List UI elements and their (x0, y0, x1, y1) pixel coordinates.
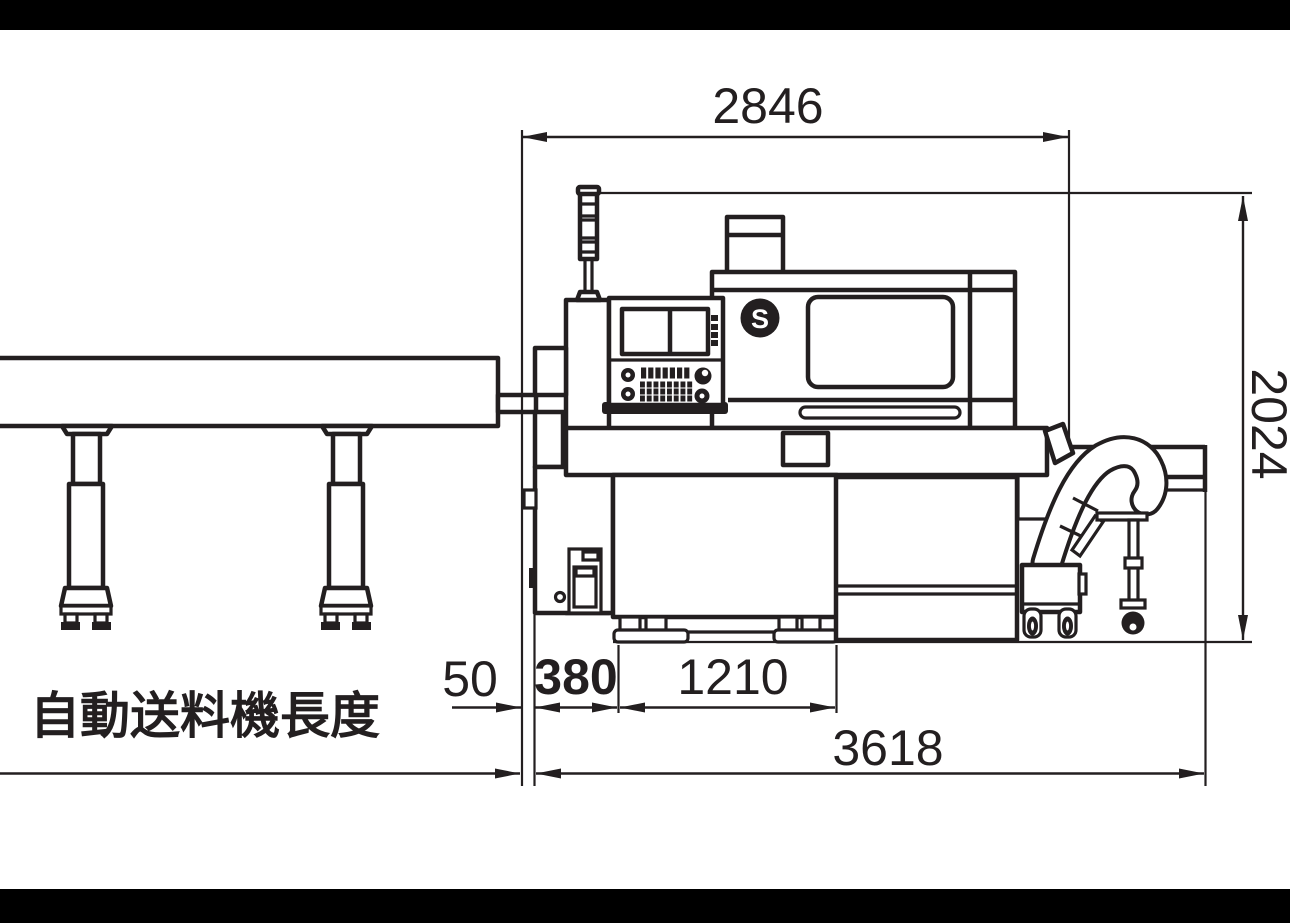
letterbox-bottom (0, 889, 1290, 923)
bar-feeder (0, 355, 539, 630)
electrical-box (553, 547, 603, 615)
control-display (619, 306, 711, 357)
jog-knob (694, 367, 712, 385)
dim-label-2024: 2024 (1241, 368, 1290, 479)
brand-logo: S (740, 298, 780, 338)
signal-tower-pole (583, 257, 594, 294)
support-brace (1069, 513, 1106, 559)
cnc-control-panel (602, 295, 728, 414)
cnc-machine: S (522, 184, 1208, 644)
feeder-leg-2 (318, 423, 375, 630)
caster-wheel (1121, 611, 1145, 635)
dim-label-380: 380 (534, 649, 617, 705)
machine-foot-left (612, 628, 690, 644)
control-keyboard (621, 367, 712, 404)
dim-label-50: 50 (442, 651, 498, 707)
support-table (1095, 511, 1149, 522)
door-hinge (529, 568, 536, 588)
viewing-window (805, 294, 956, 390)
machine-foot-right (772, 628, 839, 644)
brand-logo-letter: S (751, 304, 769, 334)
letterbox-top (0, 0, 1290, 30)
side-bracket (522, 488, 538, 510)
band-access-box (780, 430, 831, 468)
machine-enclosure: S (709, 269, 1018, 431)
spindle-top-box (724, 214, 786, 276)
bar-feeder-body (0, 355, 501, 429)
chute-opening (1042, 421, 1076, 466)
dim-label-3618: 3618 (832, 720, 943, 776)
dimension-lines (0, 132, 1248, 779)
dim-label-1210: 1210 (677, 649, 788, 705)
feeder-leg-1 (58, 423, 115, 630)
chip-cart (1019, 562, 1088, 639)
outfeed-conveyor (1030, 421, 1208, 635)
signal-tower (574, 184, 603, 303)
lower-cabinet (610, 472, 840, 644)
feeder-length-label: 自動送料機長度 (30, 688, 380, 744)
chip-conveyor-housing (833, 474, 1050, 643)
power-button (553, 590, 567, 604)
support-post (1119, 518, 1147, 635)
dim-label-2846: 2846 (712, 78, 823, 134)
bar-stock-rod (495, 392, 539, 415)
door-handle (798, 405, 962, 420)
signal-tower-cap (575, 184, 602, 197)
bed-band (563, 425, 1050, 478)
